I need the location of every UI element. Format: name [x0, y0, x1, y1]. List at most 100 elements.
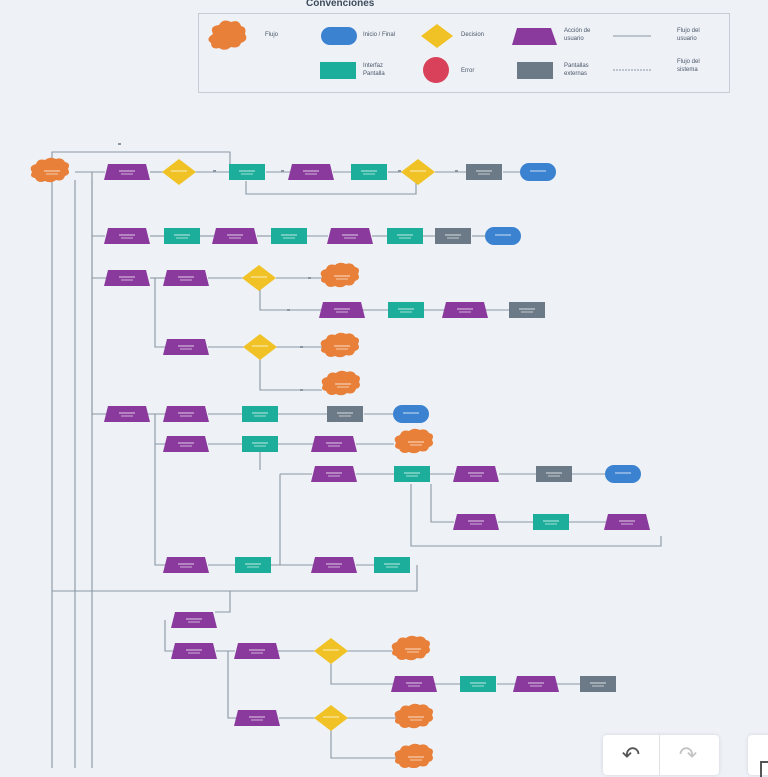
flow-node-cloud-27[interactable] [320, 332, 359, 358]
flow-arrow-mark-0[interactable] [118, 143, 121, 145]
flow-node-action-45[interactable] [604, 514, 650, 530]
flow-node-action-55[interactable] [391, 676, 437, 692]
flow-node-external-41[interactable] [536, 466, 572, 482]
connector-line-48[interactable] [410, 484, 662, 547]
flow-node-action-59[interactable] [234, 710, 280, 726]
flow-node-external-32[interactable] [327, 406, 363, 422]
connector-line-54[interactable] [52, 565, 418, 592]
flow-node-screen-22[interactable] [388, 302, 424, 318]
flow-node-screen-47[interactable] [235, 557, 271, 573]
flow-arrow-mark-3[interactable] [398, 170, 401, 172]
flow-arrow-mark-2[interactable] [281, 170, 284, 172]
flow-node-decision-6[interactable] [401, 159, 435, 185]
flow-arrow-mark-8[interactable] [300, 389, 303, 391]
flow-node-decision-53[interactable] [314, 638, 348, 664]
connector-line-10[interactable] [91, 172, 105, 237]
flow-node-decision-60[interactable] [314, 705, 348, 731]
flow-node-action-25[interactable] [163, 339, 209, 355]
flow-node-action-23[interactable] [442, 302, 488, 318]
connector-line-56[interactable] [164, 620, 174, 652]
connector-line-29[interactable] [259, 358, 322, 391]
flow-node-action-30[interactable] [163, 406, 209, 422]
flow-node-screen-10[interactable] [164, 228, 200, 244]
flow-node-start-16[interactable] [485, 227, 521, 245]
legend-label-decision: Decision [461, 32, 485, 38]
connector-line-35[interactable] [154, 414, 165, 445]
flow-node-decision-2[interactable] [162, 159, 196, 185]
flow-node-external-24[interactable] [509, 302, 545, 318]
connector-line-9[interactable] [245, 181, 417, 195]
flow-node-start-33[interactable] [393, 405, 429, 423]
flow-node-external-7[interactable] [466, 164, 502, 180]
connector-line-45[interactable] [430, 484, 454, 523]
flow-node-screen-56[interactable] [460, 676, 496, 692]
connector-line-49[interactable] [154, 444, 165, 566]
flow-node-action-36[interactable] [311, 436, 357, 452]
flow-node-screen-35[interactable] [242, 436, 278, 452]
flow-node-action-13[interactable] [327, 228, 373, 244]
connector-line-26[interactable] [154, 278, 165, 348]
flow-node-start-42[interactable] [605, 465, 641, 483]
flow-node-action-11[interactable] [212, 228, 258, 244]
connector-line-22[interactable] [259, 289, 325, 311]
connector-line-64[interactable] [227, 651, 236, 719]
connector-line-30[interactable] [91, 278, 106, 415]
connector-line-18[interactable] [91, 236, 106, 279]
flow-node-action-52[interactable] [234, 643, 280, 659]
flow-node-screen-49[interactable] [374, 557, 410, 573]
flow-arrow-mark-6[interactable] [287, 309, 290, 311]
legend-label-inicio: Inicio / Final [363, 32, 396, 38]
flow-node-action-38[interactable] [311, 466, 357, 482]
flow-node-action-48[interactable] [311, 557, 357, 573]
undo-button[interactable]: ↶ [621, 742, 641, 767]
side-panel-button[interactable] [748, 735, 768, 777]
flow-node-cloud-61[interactable] [394, 703, 433, 729]
flow-node-start-8[interactable] [520, 163, 556, 181]
flow-node-action-46[interactable] [163, 557, 209, 573]
flow-node-action-51[interactable] [171, 643, 217, 659]
flow-node-screen-12[interactable] [271, 228, 307, 244]
legend-decision-icon [421, 24, 453, 48]
flow-arrow-mark-5[interactable] [308, 277, 311, 279]
flow-node-external-15[interactable] [435, 228, 471, 244]
legend-title: Convenciones [306, 0, 375, 9]
flow-node-action-18[interactable] [163, 270, 209, 286]
flow-node-decision-19[interactable] [242, 265, 276, 291]
flow-node-screen-5[interactable] [351, 164, 387, 180]
flow-arrow-mark-4[interactable] [455, 170, 458, 172]
flow-node-action-57[interactable] [513, 676, 559, 692]
flow-arrow-mark-7[interactable] [300, 346, 303, 348]
flow-node-external-58[interactable] [580, 676, 616, 692]
flow-node-cloud-37[interactable] [394, 428, 433, 454]
flow-node-action-29[interactable] [104, 406, 150, 422]
flow-node-action-21[interactable] [319, 302, 365, 318]
flow-node-action-1[interactable] [104, 164, 150, 180]
connector-line-55[interactable] [52, 590, 231, 613]
flow-node-cloud-54[interactable] [391, 635, 430, 661]
connector-line-60[interactable] [330, 662, 397, 685]
legend-label-interfaz: Interfaz Pantalla [363, 63, 385, 77]
flow-node-screen-31[interactable] [242, 406, 278, 422]
flow-node-screen-14[interactable] [387, 228, 423, 244]
connector-line-67[interactable] [330, 730, 396, 759]
redo-button[interactable]: ↷ [678, 742, 698, 767]
flow-node-action-50[interactable] [171, 612, 217, 628]
flow-node-action-9[interactable] [104, 228, 150, 244]
flow-node-decision-26[interactable] [243, 334, 277, 360]
flow-node-cloud-62[interactable] [394, 743, 433, 768]
legend-external-icon [517, 62, 553, 79]
flow-arrow-mark-1[interactable] [213, 170, 216, 172]
flow-node-cloud-28[interactable] [321, 370, 360, 396]
flow-node-action-40[interactable] [453, 466, 499, 482]
legend-screen-icon [320, 62, 356, 79]
flow-node-action-17[interactable] [104, 270, 150, 286]
flow-node-action-43[interactable] [453, 514, 499, 530]
flow-node-screen-3[interactable] [229, 164, 265, 180]
flow-node-cloud-20[interactable] [320, 262, 359, 288]
flow-node-cloud-0[interactable] [30, 157, 69, 183]
flow-node-action-4[interactable] [288, 164, 334, 180]
flow-node-action-34[interactable] [163, 436, 209, 452]
flow-node-screen-39[interactable] [394, 466, 430, 482]
flow-node-screen-44[interactable] [533, 514, 569, 530]
